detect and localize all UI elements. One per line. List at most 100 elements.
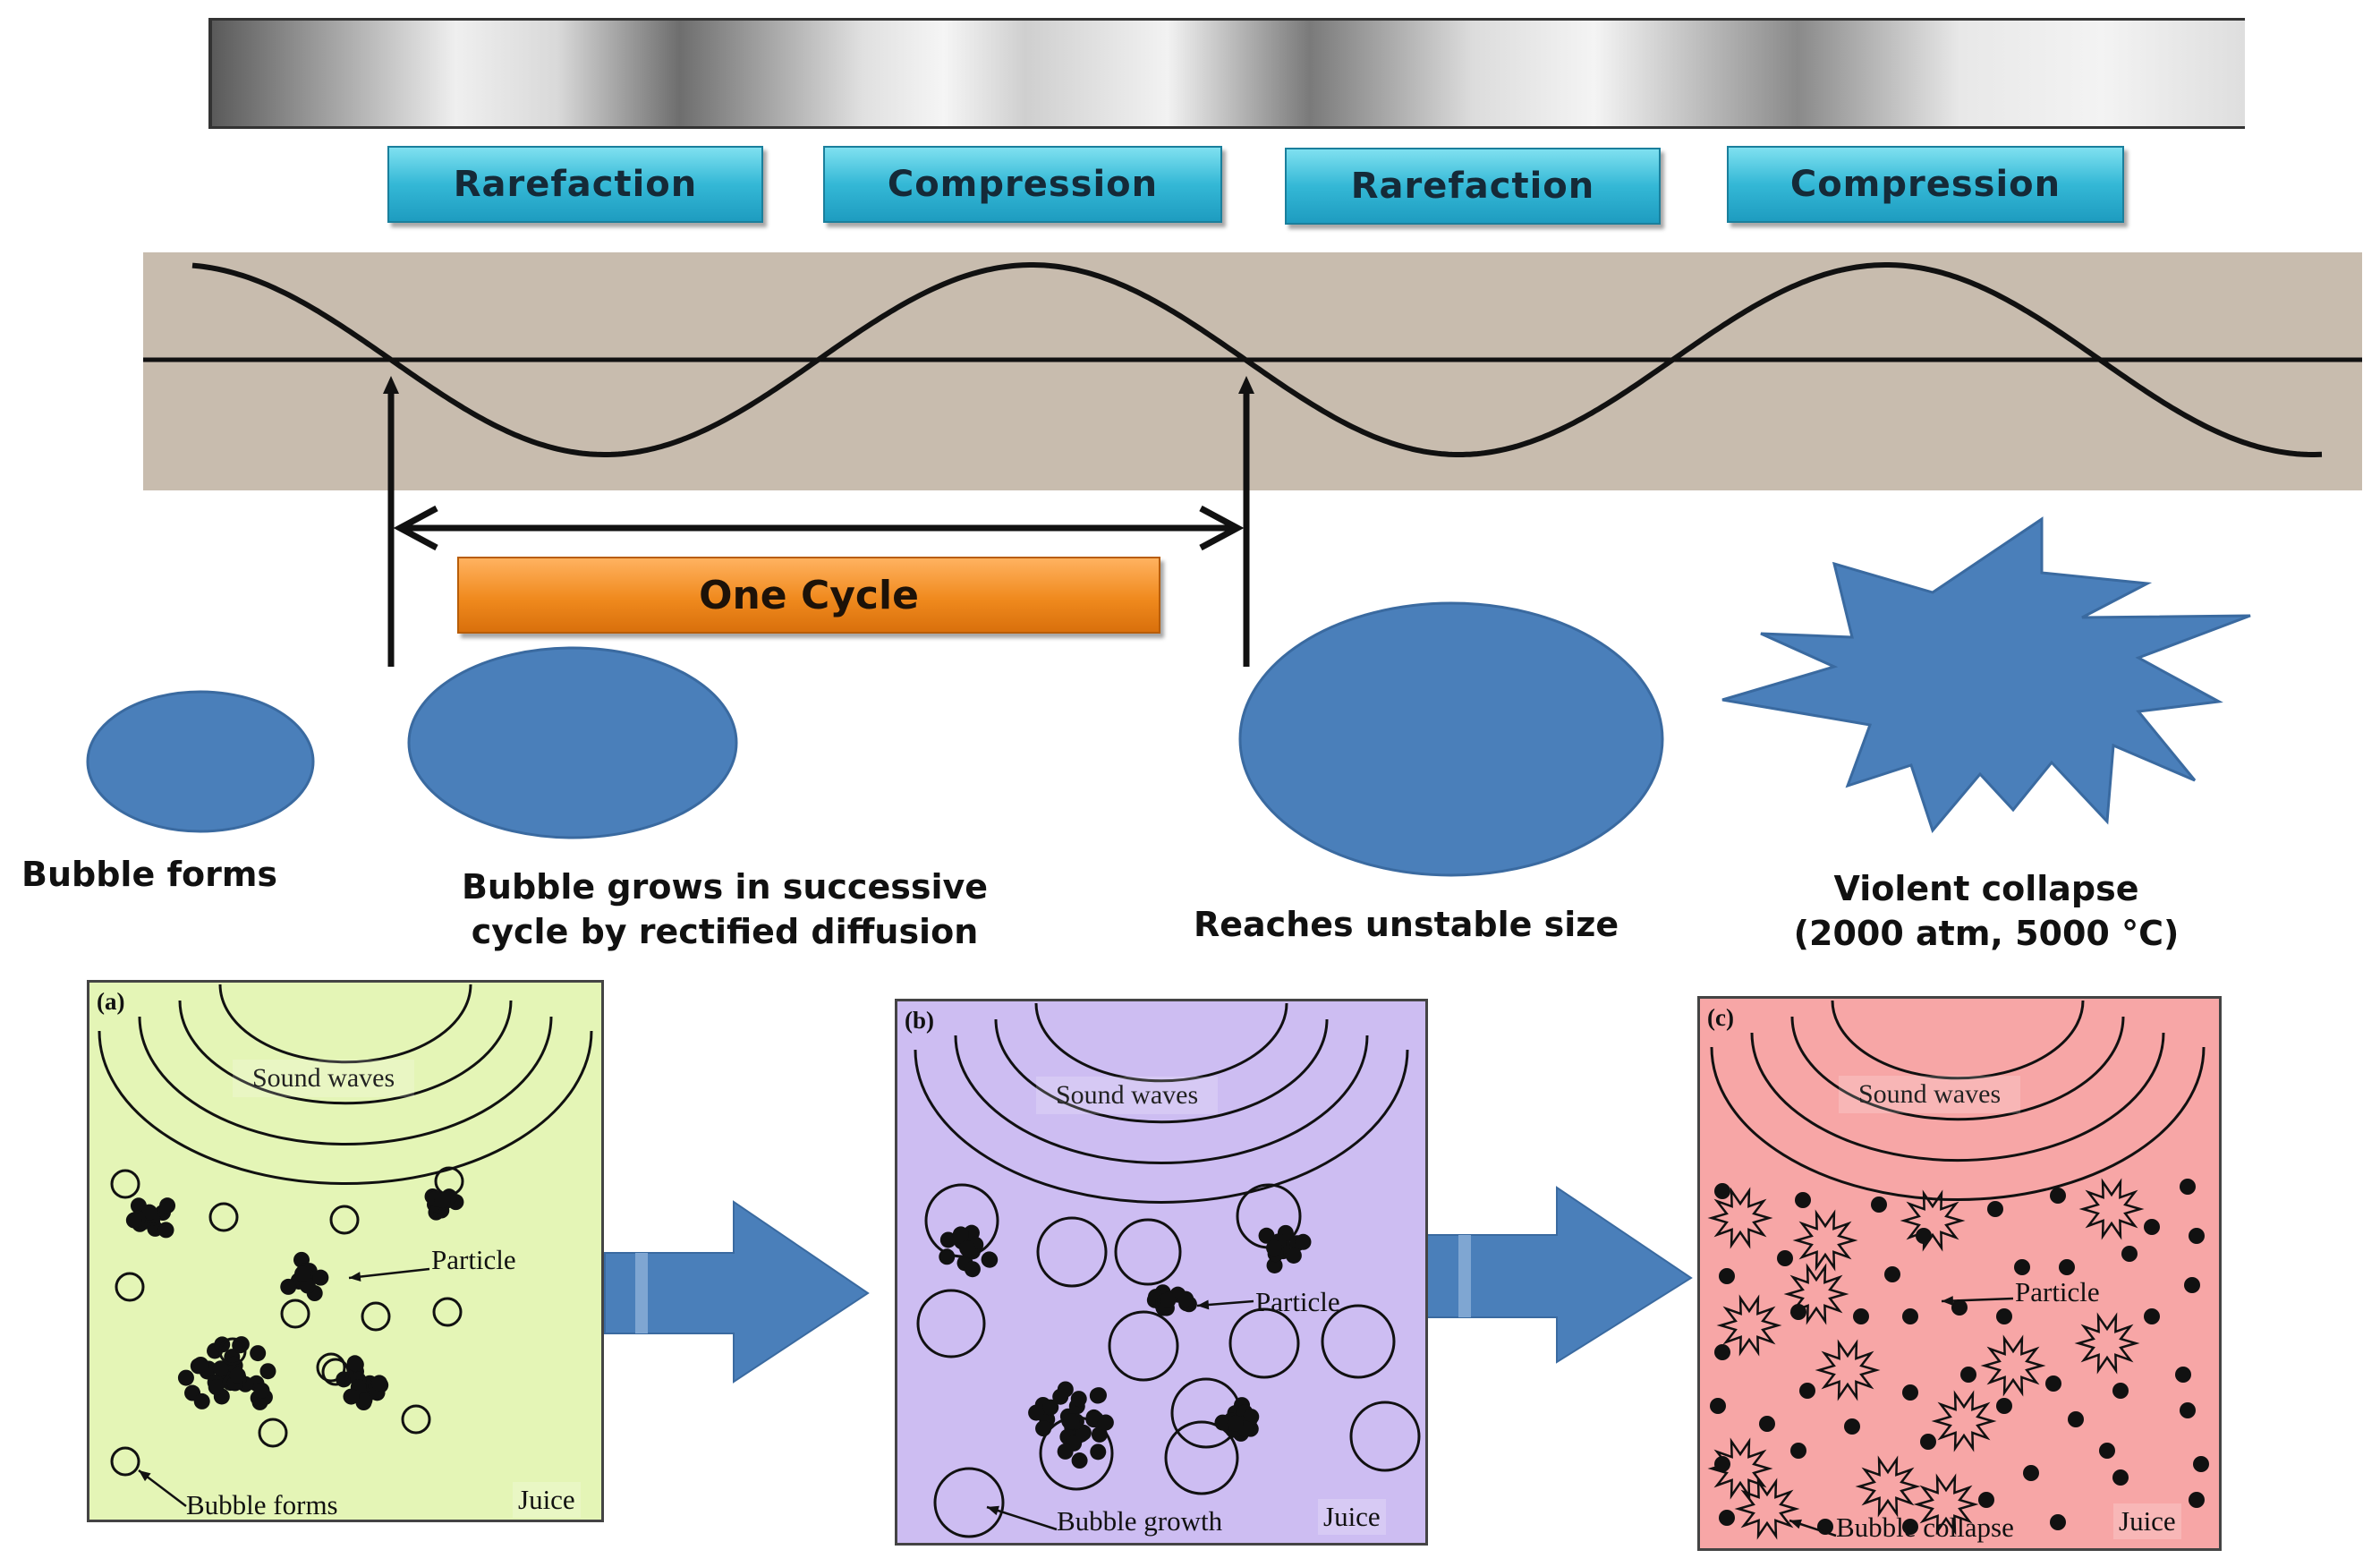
particle-dot xyxy=(1795,1192,1811,1208)
particle-dot xyxy=(1063,1413,1080,1430)
bubble-ring xyxy=(1036,1216,1108,1288)
particle-dot xyxy=(1996,1398,2012,1414)
particle-dot xyxy=(2144,1308,2160,1324)
stage-text: Reaches unstable size xyxy=(1194,905,1619,944)
particle-dot xyxy=(280,1278,297,1295)
particle-dot xyxy=(2059,1259,2075,1275)
particle-dot xyxy=(939,1231,956,1248)
bubble-ring xyxy=(329,1205,360,1235)
particle-dot xyxy=(1089,1387,1106,1404)
arrow-b-to-c xyxy=(1426,1186,1693,1364)
particle-dot xyxy=(434,1192,451,1209)
phase-compression-1: Compression xyxy=(823,146,1222,223)
collapse-burst xyxy=(1980,1334,2046,1397)
bubble-ring xyxy=(916,1289,986,1358)
bubble-ring xyxy=(208,1202,239,1232)
particle-dot xyxy=(2023,1465,2039,1481)
bubble-ring xyxy=(933,1467,1005,1538)
bubble-ring xyxy=(115,1272,145,1302)
sound-waves-label: Sound waves xyxy=(1839,1076,2021,1113)
particle-dot xyxy=(1091,1426,1108,1443)
particle-dot xyxy=(1090,1444,1107,1461)
particle-dot xyxy=(939,1248,956,1265)
sound-wave-arc xyxy=(218,984,472,1064)
bubble-ring xyxy=(401,1404,431,1435)
particle-dot xyxy=(2189,1492,2205,1508)
panel-b: (b) Sound waves Particle Bubble growth J… xyxy=(895,999,1428,1546)
bubble-large xyxy=(1238,601,1664,877)
particle-dot xyxy=(952,1227,969,1244)
arrowhead-right xyxy=(1199,505,1245,551)
particle-dot xyxy=(259,1363,276,1380)
bubble-ring xyxy=(110,1169,140,1199)
particle-dot xyxy=(2121,1246,2138,1262)
juice-label: Juice xyxy=(1318,1499,1386,1535)
particle-dot xyxy=(2050,1188,2066,1204)
bubble-ring xyxy=(1108,1310,1179,1382)
stage-unstable-size: Reaches unstable size xyxy=(1194,902,1619,947)
collapse-burst xyxy=(1716,1294,1782,1357)
collapse-burst xyxy=(1707,1187,1773,1249)
particle-dot xyxy=(2112,1383,2129,1399)
particle-dot xyxy=(370,1375,387,1392)
particle-dot xyxy=(2189,1228,2205,1244)
particle-dot xyxy=(1028,1404,1045,1421)
particle-dot xyxy=(964,1261,981,1278)
particle-dot xyxy=(192,1356,209,1373)
particle-dot xyxy=(356,1392,373,1409)
particle-dot xyxy=(1871,1197,1887,1213)
particle-label: Particle xyxy=(2015,1276,2100,1307)
particle-dot xyxy=(1719,1510,1735,1526)
particle-dot xyxy=(1227,1415,1244,1432)
panel-c: (c) Sound waves Particle Bubble collapse… xyxy=(1697,996,2222,1551)
particle-dot xyxy=(2193,1456,2209,1472)
arrowhead-left xyxy=(393,505,438,551)
particle-dot xyxy=(1790,1304,1806,1320)
particle-dot xyxy=(343,1388,360,1405)
panel-letter: (b) xyxy=(905,1007,934,1034)
particle-dot xyxy=(1790,1443,1806,1459)
bubble-small xyxy=(86,690,315,833)
particle-dot xyxy=(2175,1367,2191,1383)
bubble-ring xyxy=(361,1301,391,1332)
phase-rarefaction-2: Rarefaction xyxy=(1285,148,1661,225)
particle-dot xyxy=(312,1269,329,1286)
particle-dot xyxy=(294,1265,311,1282)
particle-dot xyxy=(1070,1391,1087,1408)
particle-dot xyxy=(2112,1469,2129,1486)
particle-dot xyxy=(159,1197,176,1214)
bubble-ring xyxy=(1349,1401,1421,1472)
collapse-burst xyxy=(1792,1209,1858,1272)
particle-label: Particle xyxy=(1255,1286,1340,1317)
particle-dot xyxy=(1160,1291,1177,1308)
particle-dot xyxy=(157,1222,174,1239)
particle-dot xyxy=(1951,1299,1968,1316)
particle-dot xyxy=(1177,1290,1194,1307)
juice-label: Juice xyxy=(2113,1503,2181,1539)
particle-dot xyxy=(250,1345,267,1362)
bubble-ring xyxy=(321,1358,350,1386)
sine-wave xyxy=(191,262,2323,457)
pointer-head xyxy=(139,1470,151,1482)
phase-rarefaction-1: Rarefaction xyxy=(387,146,763,223)
particle-dot xyxy=(346,1355,363,1372)
particle-dot xyxy=(1844,1418,1860,1435)
phase-compression-2: Compression xyxy=(1727,146,2124,223)
particle-dot xyxy=(1285,1247,1302,1264)
particle-dot xyxy=(1266,1239,1283,1256)
particle-dot xyxy=(959,1240,976,1257)
particle-dot xyxy=(2099,1443,2115,1459)
bubble-ring xyxy=(432,1297,463,1327)
particle-dot xyxy=(208,1379,225,1396)
particle-dot xyxy=(1052,1388,1069,1405)
stage-bubble-grows: Bubble grows in successive cycle by rect… xyxy=(394,864,1056,954)
particle-dot xyxy=(1916,1228,1932,1244)
particle-dot xyxy=(1777,1250,1793,1266)
collapse-burst xyxy=(1900,1189,1966,1252)
particle-dot xyxy=(177,1369,194,1386)
particle-dot xyxy=(1799,1383,1815,1399)
marker-tip-left xyxy=(383,376,399,394)
bubble-medium xyxy=(407,646,738,839)
pointer-head xyxy=(1197,1299,1210,1310)
